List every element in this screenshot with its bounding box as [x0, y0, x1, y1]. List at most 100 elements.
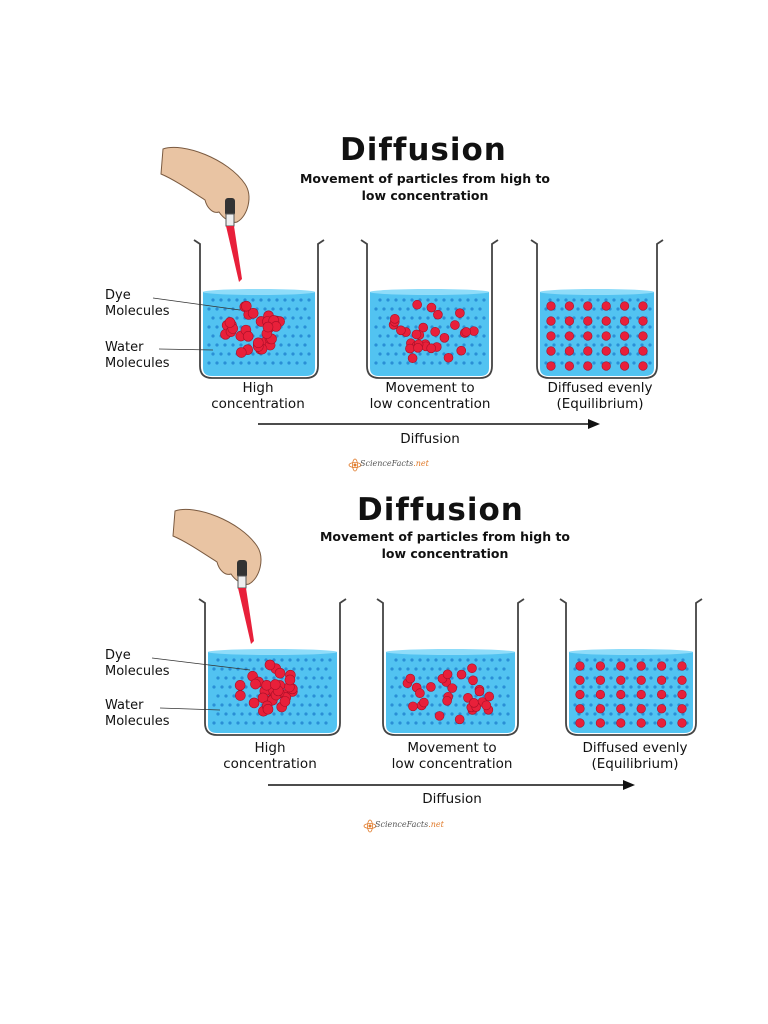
- water-molecule: [240, 658, 244, 662]
- water-molecule: [442, 316, 446, 320]
- dye-molecule: [456, 669, 467, 680]
- water-molecules: [207, 298, 311, 365]
- water-molecule: [426, 694, 430, 698]
- dye-molecule: [546, 331, 556, 341]
- water-molecule: [478, 667, 482, 671]
- water-molecule: [422, 361, 426, 365]
- dye-molecule: [415, 688, 425, 699]
- water-molecule: [390, 667, 394, 671]
- water-molecule: [657, 658, 661, 662]
- dropper-neck: [237, 575, 247, 589]
- water-molecule: [426, 712, 430, 716]
- water-molecule: [673, 694, 677, 698]
- diagram-subtitle: Movement of particles from high to low c…: [295, 528, 595, 562]
- dye-molecule: [426, 302, 437, 313]
- water-molecule: [390, 307, 394, 311]
- water-molecule: [482, 658, 486, 662]
- water-molecule: [438, 685, 442, 689]
- water-molecule: [295, 325, 299, 329]
- water-molecule: [593, 694, 597, 698]
- water-molecule: [212, 685, 216, 689]
- water-molecule: [394, 334, 398, 338]
- water-molecule: [648, 325, 652, 329]
- water-molecule: [402, 658, 406, 662]
- beaker-1: [198, 598, 347, 736]
- water-molecule: [251, 298, 255, 302]
- water-molecule: [244, 703, 248, 707]
- water-molecule: [665, 712, 669, 716]
- dye-molecule: [236, 347, 247, 358]
- dye-molecule: [439, 333, 450, 343]
- dye-molecule: [450, 320, 460, 330]
- dye-molecules: [220, 300, 285, 358]
- dye-molecule: [564, 301, 575, 311]
- water-molecule: [291, 334, 295, 338]
- water-molecule: [390, 703, 394, 707]
- water-molecule: [649, 694, 653, 698]
- water-molecule: [220, 721, 224, 725]
- water-molecule: [450, 712, 454, 716]
- water-molecule: [430, 703, 434, 707]
- water-molecule: [616, 325, 620, 329]
- water-molecule: [482, 676, 486, 680]
- water-molecule: [454, 343, 458, 347]
- water-molecule: [438, 721, 442, 725]
- water-molecule: [296, 676, 300, 680]
- water-molecule: [657, 712, 661, 716]
- water-molecule: [303, 343, 307, 347]
- water-molecule: [560, 325, 564, 329]
- water-molecule: [291, 352, 295, 356]
- dye-molecule: [284, 674, 296, 686]
- hand-shape: [172, 509, 262, 585]
- dropper-bulb: [225, 198, 235, 216]
- water-molecule: [288, 712, 292, 716]
- arrow-label: Diffusion: [422, 791, 482, 807]
- water-molecule: [402, 694, 406, 698]
- dye-molecule: [575, 661, 585, 671]
- dye-molecule: [418, 322, 429, 333]
- water-molecule: [248, 694, 252, 698]
- water-molecule: [588, 298, 592, 302]
- water-molecule: [308, 721, 312, 725]
- water-molecule: [378, 316, 382, 320]
- water-molecule: [438, 307, 442, 311]
- water-molecule: [219, 316, 223, 320]
- water-molecule: [279, 307, 283, 311]
- water-molecule: [438, 325, 442, 329]
- water-molecule: [312, 658, 316, 662]
- water-molecule: [268, 721, 272, 725]
- water-molecule: [596, 352, 600, 356]
- water-molecule: [633, 694, 637, 698]
- water-molecule: [216, 658, 220, 662]
- water-molecule: [438, 361, 442, 365]
- water-molecule: [576, 307, 580, 311]
- dye-molecule: [677, 689, 687, 700]
- water-molecule: [386, 298, 390, 302]
- beaker-3-caption-line-1: Diffused evenly: [547, 380, 653, 396]
- beaker-2-caption-line-1: Movement to: [385, 380, 475, 396]
- water-molecule: [466, 298, 470, 302]
- water-molecule: [648, 361, 652, 365]
- dye-molecule: [443, 352, 454, 363]
- dye-molecule: [656, 661, 667, 671]
- water-molecule: [303, 307, 307, 311]
- dye-molecule: [242, 331, 254, 342]
- water-molecule: [490, 658, 494, 662]
- water-molecule: [308, 667, 312, 671]
- dye-molecule: [419, 697, 429, 708]
- dye-molecule: [601, 316, 611, 326]
- water-molecule: [605, 685, 609, 689]
- water-molecule: [621, 685, 625, 689]
- water-molecule: [612, 298, 616, 302]
- beaker-2-caption-line-2: low concentration: [391, 756, 513, 772]
- water-molecule: [259, 298, 263, 302]
- water-molecule: [665, 676, 669, 680]
- dye-molecule: [481, 700, 492, 711]
- water-molecule: [275, 298, 279, 302]
- water-molecule: [596, 298, 600, 302]
- dye-molecule: [619, 361, 630, 371]
- water-molecule: [556, 316, 560, 320]
- dye-molecule: [250, 678, 261, 690]
- water-leader-line: [159, 707, 221, 711]
- water-molecule: [292, 667, 296, 671]
